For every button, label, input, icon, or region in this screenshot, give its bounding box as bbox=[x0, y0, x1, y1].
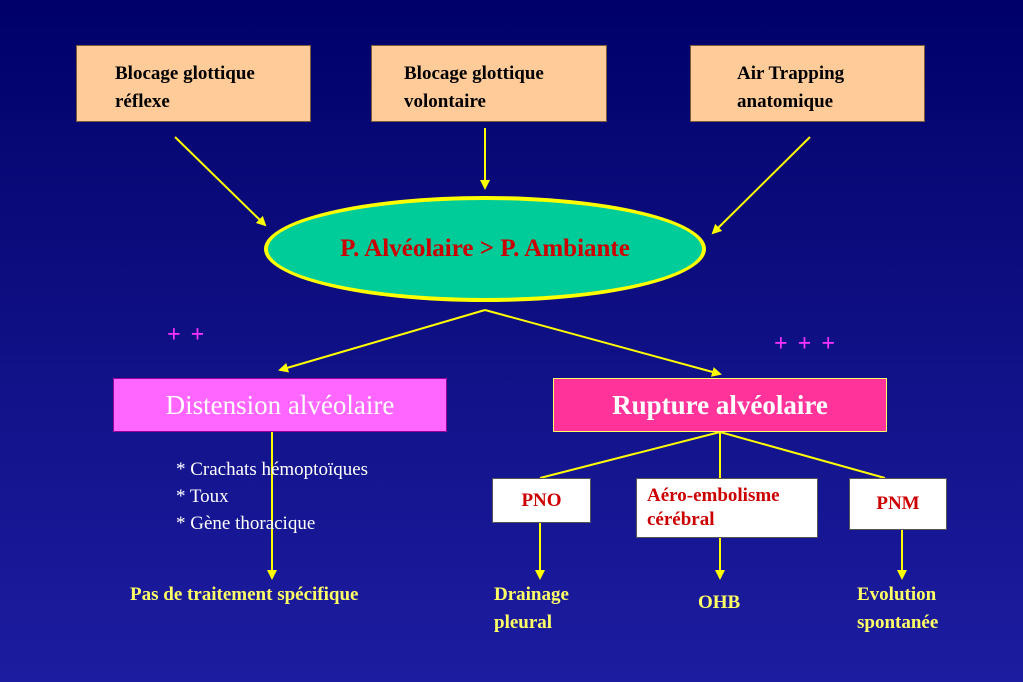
aero-label-line2: cérébral bbox=[647, 509, 715, 530]
arrow-trapping-to-center bbox=[711, 136, 811, 235]
source-box-air-trapping: Air Trapping anatomique bbox=[690, 45, 925, 122]
symptom-item: * Crachats hémoptoïques bbox=[176, 459, 369, 480]
pnm-box: PNM bbox=[849, 478, 947, 530]
source-box-volontaire: Blocage glottique volontaire bbox=[371, 45, 607, 122]
line-rupture-to-pno bbox=[539, 431, 721, 479]
source-label: Blocage glottique bbox=[404, 63, 544, 84]
line-rupture-to-pnm bbox=[719, 431, 886, 479]
pnm-outcome-line: Evolution bbox=[857, 584, 937, 605]
source-label: anatomique bbox=[737, 91, 834, 112]
rupture-box: Rupture alvéolaire bbox=[553, 378, 887, 432]
aero-label-line1: Aéro-embolisme bbox=[647, 485, 780, 506]
source-label: Air Trapping bbox=[737, 63, 845, 84]
pno-outcome-line: Drainage bbox=[494, 584, 569, 605]
source-label: réflexe bbox=[115, 91, 170, 112]
distension-box: Distension alvéolaire bbox=[113, 378, 447, 432]
symptom-list: * Crachats hémoptoïques * Toux * Gène th… bbox=[176, 456, 368, 537]
center-pressure-ellipse: P. Alvéolaire > P. Ambiante bbox=[264, 196, 706, 302]
source-label: Blocage glottique bbox=[115, 63, 255, 84]
right-intensity: + + + bbox=[774, 331, 838, 357]
source-box-reflexe: Blocage glottique réflexe bbox=[76, 45, 311, 122]
arrow-center-to-distension bbox=[278, 309, 486, 373]
arrow-reflexe-to-center bbox=[174, 136, 267, 227]
source-label: volontaire bbox=[404, 91, 486, 112]
distension-label: Distension alvéolaire bbox=[165, 389, 395, 420]
symptom-item: * Toux bbox=[176, 486, 229, 507]
pno-label: PNO bbox=[521, 489, 562, 511]
center-label: P. Alvéolaire > P. Ambiante bbox=[340, 235, 630, 262]
rupture-label: Rupture alvéolaire bbox=[612, 389, 828, 420]
arrow-center-to-rupture bbox=[484, 309, 722, 377]
aero-outcome: OHB bbox=[698, 592, 741, 613]
pno-outcome: Drainage pleural bbox=[494, 581, 569, 637]
distension-outcome: Pas de traitement spécifique bbox=[130, 584, 359, 605]
left-intensity: + + bbox=[167, 322, 207, 348]
pno-box: PNO bbox=[492, 478, 591, 523]
pnm-outcome: Evolution spontanée bbox=[857, 581, 938, 637]
pnm-outcome-line: spontanée bbox=[857, 612, 939, 633]
aero-embolisme-box: Aéro-embolisme cérébral bbox=[636, 478, 818, 538]
pno-outcome-line: pleural bbox=[494, 612, 553, 633]
symptom-item: * Gène thoracique bbox=[176, 513, 316, 534]
pnm-label: PNM bbox=[876, 493, 920, 514]
